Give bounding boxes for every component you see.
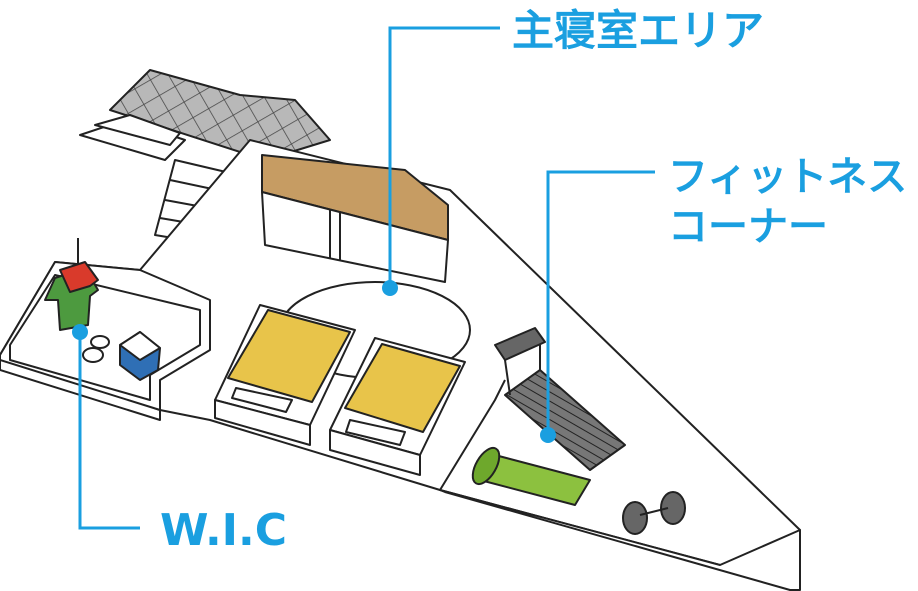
callout-lines: [78, 26, 655, 530]
label-fitness-line2: コーナー: [668, 204, 828, 250]
callout-fitness: [546, 170, 655, 435]
exercise-mat: [471, 446, 591, 506]
callout-wic: [78, 332, 140, 530]
fitness-partition: [439, 379, 506, 491]
callout-dot-wic: [72, 324, 88, 340]
dumbbell: [622, 491, 686, 535]
headboard-wall: [261, 154, 449, 283]
label-fitness-line1: フィットネス: [668, 154, 907, 200]
bed-left: [214, 304, 356, 446]
wic-contents: [44, 238, 161, 381]
callout-dot-fitness: [540, 427, 556, 443]
treadmill: [494, 327, 626, 471]
callout-master-bedroom: [388, 26, 500, 288]
bed-right: [329, 337, 466, 476]
roof-tiles: [109, 69, 331, 161]
label-wic: W.I.C: [160, 505, 287, 556]
label-master-bedroom: 主寝室エリア: [512, 6, 764, 55]
callout-dot-master-bedroom: [382, 280, 398, 296]
